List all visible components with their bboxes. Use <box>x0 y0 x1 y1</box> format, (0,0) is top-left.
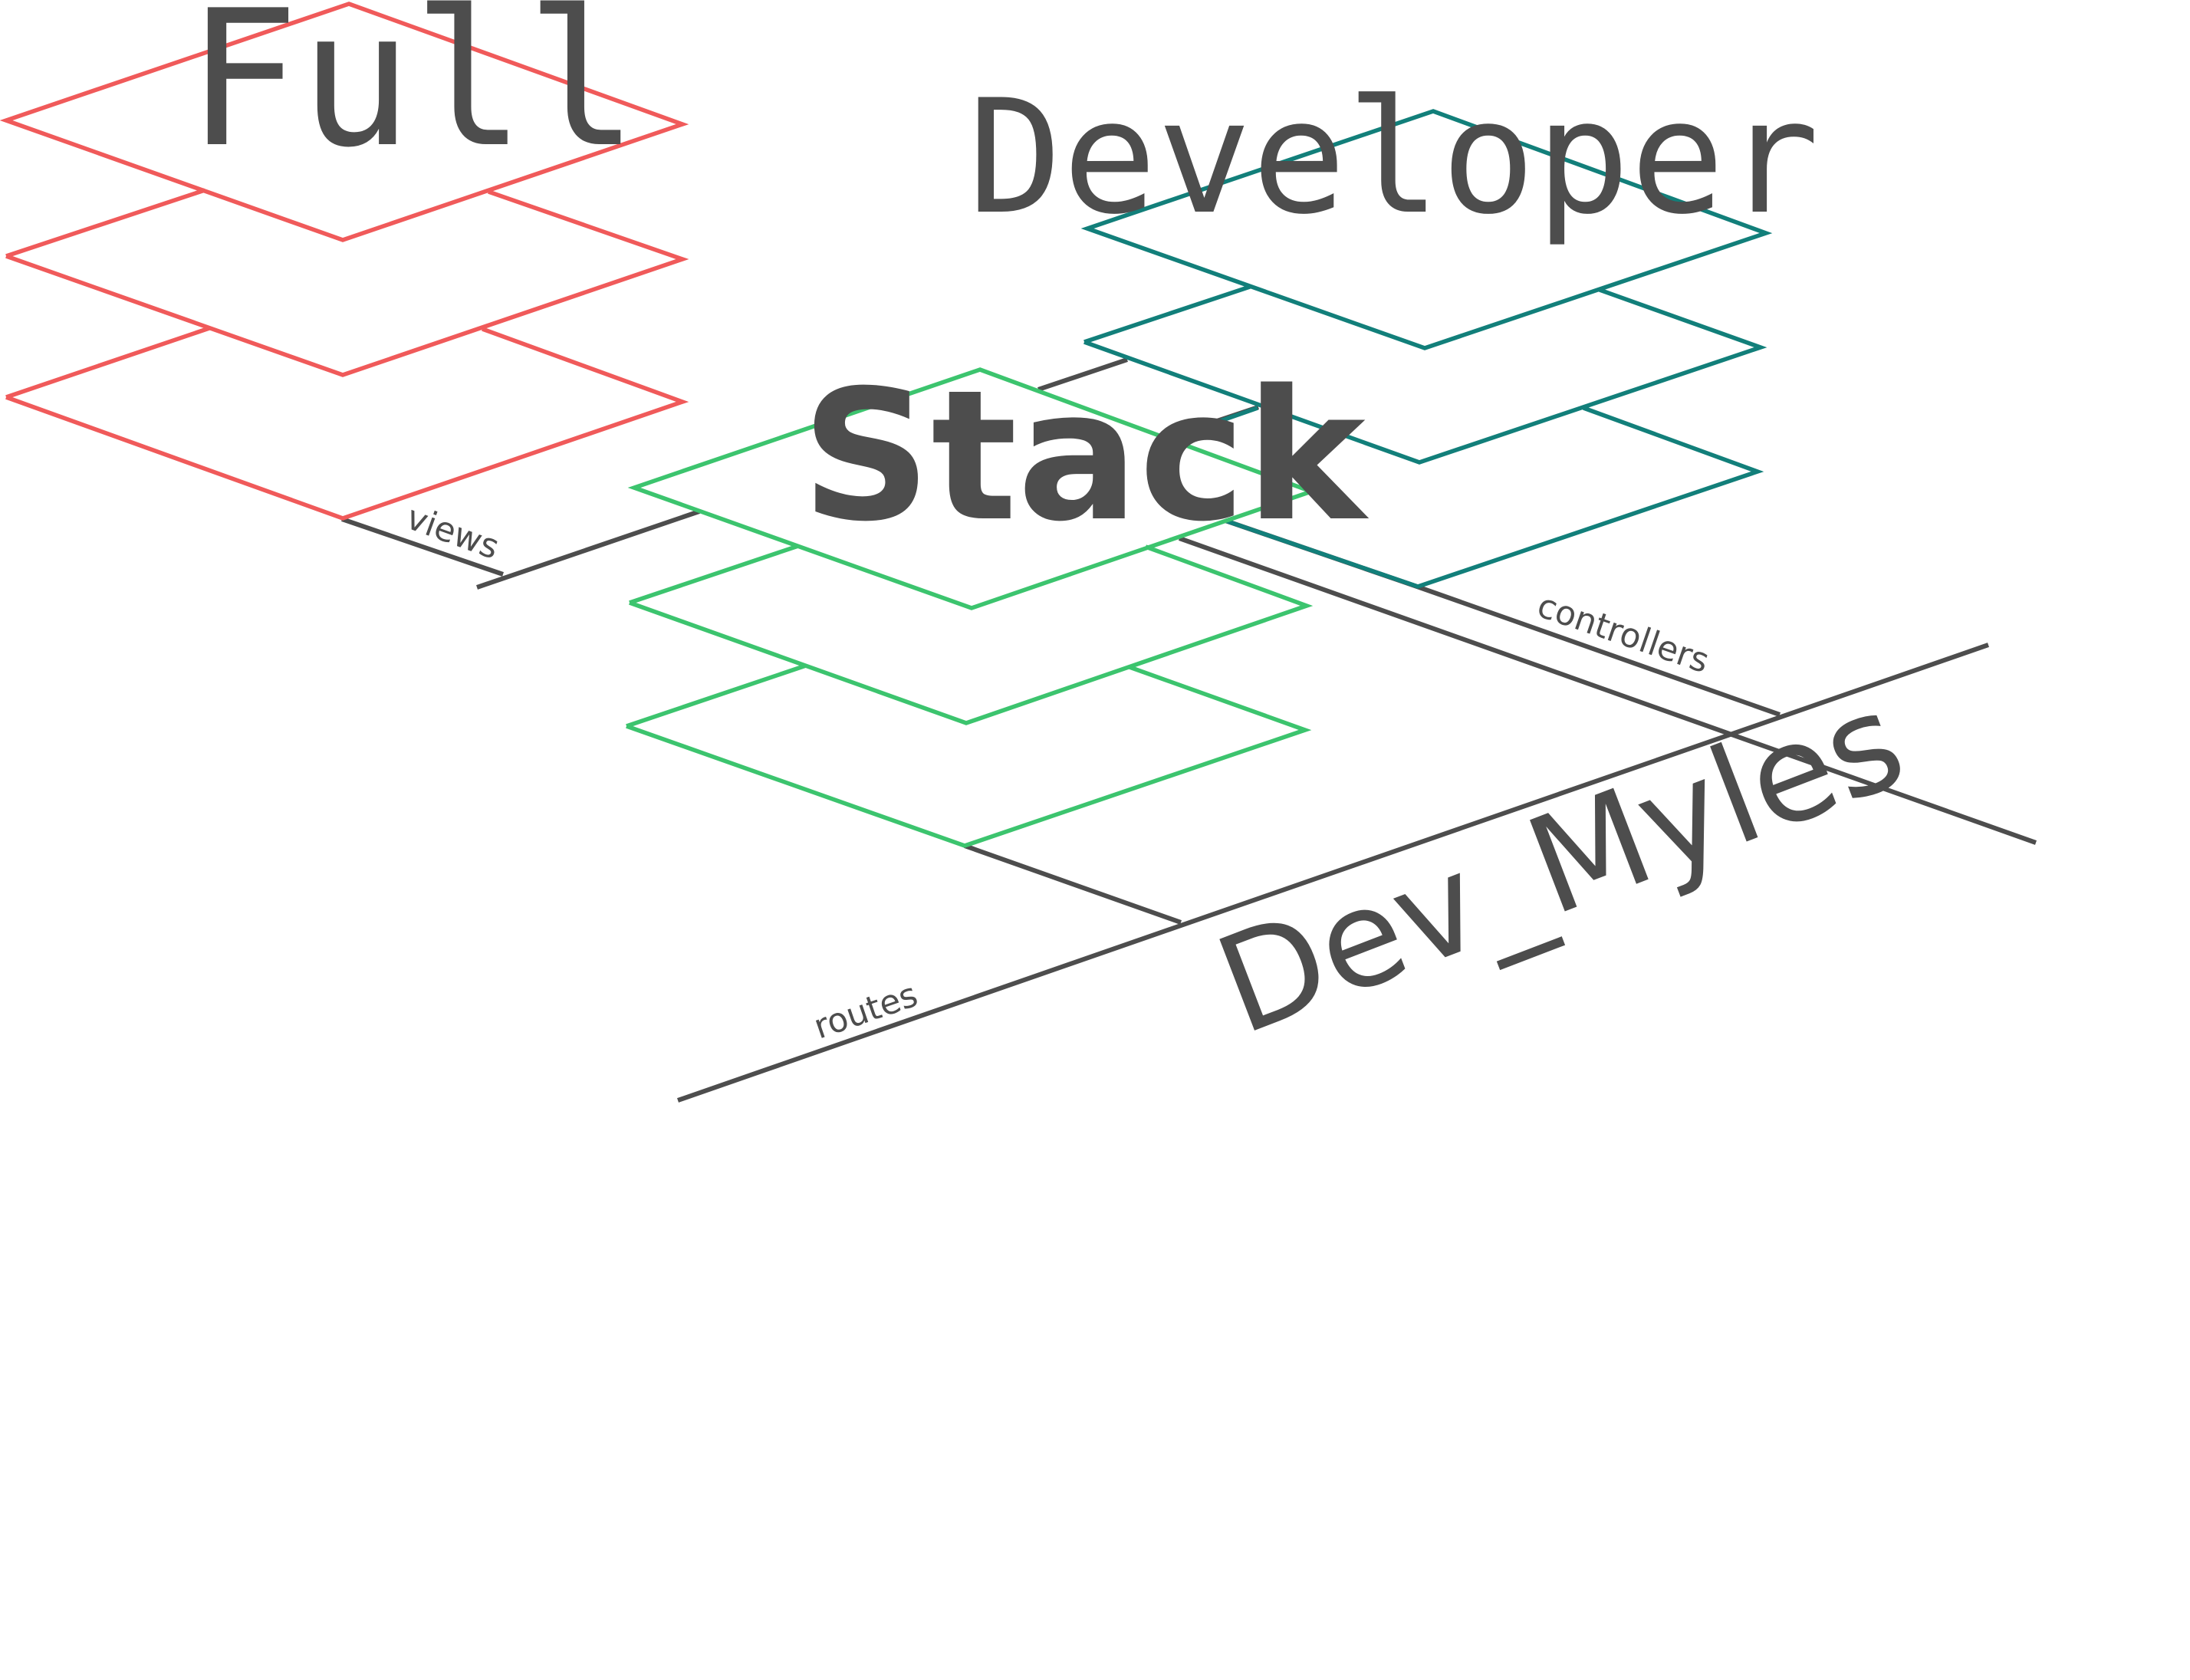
connector-lines <box>341 357 2037 1103</box>
routes-layer-stack <box>626 367 1318 848</box>
routes-layer-plane-4 <box>626 663 807 728</box>
brand-name: Dev_Myles <box>1198 662 1923 1065</box>
views-layer-plane-5 <box>5 327 689 521</box>
routes-layer-plane-3 <box>629 544 1314 725</box>
headline-full: Full <box>186 0 639 189</box>
headline-stack: Stack <box>801 352 1369 561</box>
views-layer-plane-3 <box>5 189 689 377</box>
routes-layer-plane-1 <box>627 367 1318 610</box>
controllers-layer-plane-4 <box>1165 406 1258 442</box>
views-connector <box>341 357 1259 590</box>
views-layer-stack <box>0 2 689 521</box>
controllers-layer-plane-5 <box>1225 406 1764 589</box>
routes-layer-plane-2 <box>629 544 799 605</box>
views-layer-plane-4 <box>5 326 210 399</box>
routes-connector <box>677 643 1989 1103</box>
controllers-layer-stack <box>1080 109 1773 589</box>
controllers-layer-plane-1 <box>1080 109 1773 350</box>
controllers-layer-plane-3 <box>1083 288 1767 465</box>
controllers-layer-plane-2 <box>1083 284 1251 344</box>
headline-developer: Developer <box>968 67 1820 249</box>
views-layer-plane-2 <box>5 188 206 258</box>
routes-layer-plane-5 <box>626 665 1312 848</box>
label-controllers: controllers <box>1532 586 1714 681</box>
views-layer-plane-1 <box>0 2 689 242</box>
